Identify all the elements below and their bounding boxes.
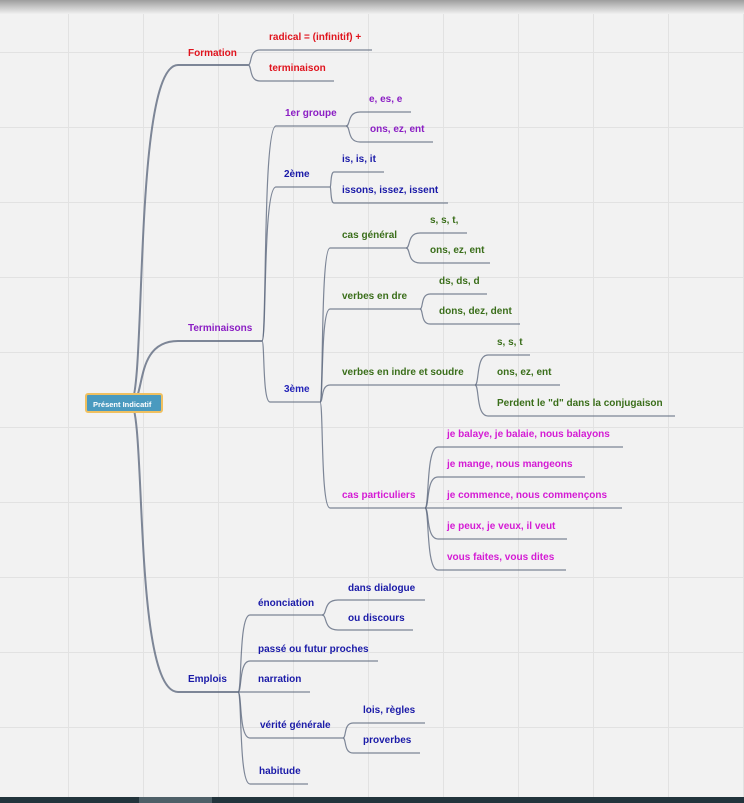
mindmap-node[interactable]: verbes en dre — [342, 291, 408, 302]
connector — [237, 660, 378, 693]
mindmap-node[interactable]: verbes en indre et soudre — [342, 367, 464, 378]
mindmap-node[interactable]: ons, ez, ent — [497, 367, 552, 378]
connector — [319, 401, 425, 509]
connector — [474, 354, 530, 386]
connector — [321, 599, 425, 616]
mindmap-node[interactable]: je mange, nous mangeons — [447, 459, 573, 470]
connector — [247, 64, 334, 82]
mindmap-node[interactable]: narration — [258, 674, 302, 685]
mindmap-node[interactable]: 2ème — [284, 169, 310, 180]
mindmap-node[interactable]: vérité générale — [260, 720, 331, 731]
toolbar-shadow — [0, 0, 744, 14]
mindmap-node[interactable]: is, is, it — [342, 154, 376, 165]
connector — [261, 186, 330, 342]
mindmap-node[interactable]: vous faites, vous dites — [447, 552, 555, 563]
mindmap-node[interactable]: e, es, e — [369, 94, 403, 105]
mindmap-node[interactable]: Perdent le "d" dans la conjugaison — [497, 398, 663, 409]
mindmap-node[interactable]: lois, règles — [363, 705, 416, 716]
mindmap-node[interactable]: dans dialogue — [348, 583, 416, 594]
connector — [345, 111, 411, 127]
connector — [237, 691, 308, 785]
mindmap-node[interactable]: je commence, nous commençons — [447, 490, 608, 501]
mindmap-node[interactable]: je balaye, je balaie, nous balayons — [447, 429, 610, 440]
connector — [319, 384, 475, 403]
mindmap-node[interactable]: s, s, t — [497, 337, 523, 348]
connector — [424, 476, 585, 509]
mindmap-node[interactable]: cas particuliers — [342, 490, 416, 501]
mindmap-node[interactable]: je peux, je veux, il veut — [447, 521, 556, 532]
connector — [129, 64, 248, 404]
mindmap-node[interactable]: dons, dez, dent — [439, 306, 512, 317]
connector — [424, 507, 566, 571]
connector — [261, 340, 320, 403]
mindmap-node[interactable]: ds, ds, d — [439, 276, 480, 287]
connector — [329, 186, 448, 204]
mindmap-node[interactable]: issons, issez, issent — [342, 185, 439, 196]
mindmap-node[interactable]: Emplois — [188, 674, 227, 685]
connector — [321, 614, 413, 631]
mindmap-node[interactable]: habitude — [259, 766, 301, 777]
connector — [319, 308, 420, 403]
mindmap-node[interactable]: terminaison — [269, 63, 326, 74]
mindmap-node[interactable]: ons, ez, ent — [370, 124, 425, 135]
mindmap-node[interactable]: ons, ez, ent — [430, 245, 485, 256]
connector — [329, 171, 384, 188]
mindmap-node[interactable]: énonciation — [258, 598, 315, 609]
mindmap-node[interactable]: ou discours — [348, 613, 405, 624]
connector — [342, 737, 420, 754]
mindmap-node[interactable]: 3ème — [284, 384, 310, 395]
connector — [345, 125, 433, 143]
connector — [419, 308, 520, 325]
connector — [474, 384, 675, 417]
mindmap-node[interactable]: 1er groupe — [285, 108, 337, 119]
connector — [405, 247, 490, 264]
mindmap-node[interactable]: cas général — [342, 230, 398, 241]
mindmap-node[interactable]: proverbes — [363, 735, 412, 746]
mindmap-node[interactable]: s, s, t, — [430, 215, 459, 226]
horizontal-scrollbar[interactable] — [0, 797, 744, 803]
root-node[interactable]: Présent Indicatif — [85, 393, 163, 413]
connector — [247, 49, 372, 66]
connector — [342, 722, 425, 739]
mindmap-node[interactable]: passé ou futur proches — [258, 644, 369, 655]
mindmap-node[interactable]: radical = (infinitif) + — [269, 32, 362, 43]
connector — [419, 293, 487, 310]
connector — [405, 232, 467, 249]
connector — [129, 402, 238, 693]
scrollbar-thumb[interactable] — [139, 797, 212, 803]
mindmap-node[interactable]: Formation — [188, 48, 237, 59]
mindmap-node[interactable]: Terminaisons — [188, 323, 253, 334]
